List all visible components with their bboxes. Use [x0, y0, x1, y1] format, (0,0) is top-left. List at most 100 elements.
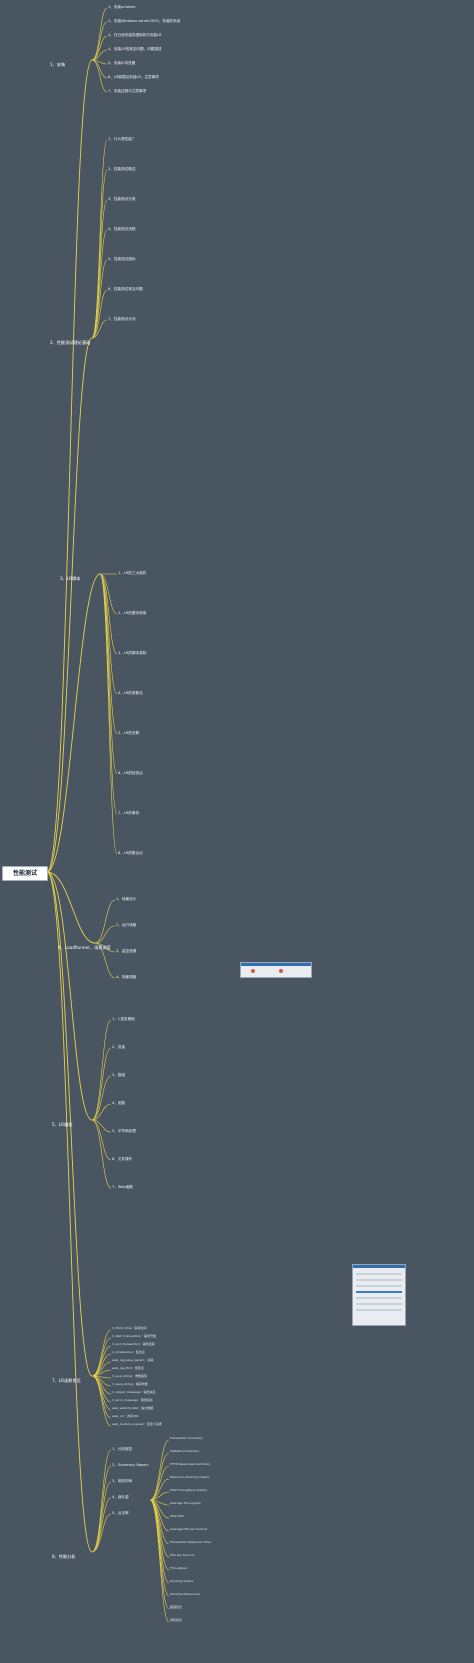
s4-item[interactable]: 2、运行场景: [116, 923, 137, 927]
s7-item[interactable]: 3、响应时间: [112, 1479, 133, 1483]
s8-connector: [149, 1439, 170, 1501]
s6-item[interactable]: web_url：访问URL: [112, 1414, 139, 1418]
s3-item[interactable]: 8、LR的集合点: [118, 851, 143, 855]
s2-connector: [91, 229, 108, 339]
s8-item[interactable]: Total Throughput (bytes): [170, 1488, 207, 1492]
s7-item[interactable]: 1、分析报告: [112, 1447, 133, 1451]
s6-item[interactable]: lr_end_transaction：事务结束: [112, 1342, 155, 1346]
s7-connector: [91, 1449, 112, 1553]
s8-item[interactable]: Statistics Summary: [170, 1449, 200, 1453]
s1-item[interactable]: 6、LR卸载后安装LR，注意事项: [108, 75, 159, 79]
s8-item[interactable]: Running Vusers: [170, 1579, 194, 1583]
s4-connector: [94, 942, 116, 953]
s5-connector: [91, 1075, 112, 1121]
wire-b5: [46, 871, 93, 1121]
s2-connector: [91, 319, 108, 339]
s8-item[interactable]: Average Hits per Second: [170, 1527, 208, 1531]
s2-connector: [91, 259, 108, 339]
s6-connector: [91, 1375, 112, 1427]
s8-item[interactable]: Total Hits: [170, 1514, 184, 1518]
s3-item[interactable]: 5、LR的关联: [118, 731, 140, 735]
s7-item[interactable]: 4、吞吐量: [112, 1495, 129, 1499]
s1-item[interactable]: 7、安装过程中注意事项: [108, 89, 147, 93]
s6-item[interactable]: lr_rendezvous：集合点: [112, 1350, 145, 1354]
s3-item[interactable]: 4、LR的参数化: [118, 691, 143, 695]
s8-item[interactable]: Hits per Second: [170, 1553, 194, 1557]
s6-item[interactable]: lr_output_message：输出消息: [112, 1390, 156, 1394]
s2-item[interactable]: 7、性能测试计划: [108, 317, 136, 321]
s1-item[interactable]: 5、安装IE浏览器: [108, 61, 136, 65]
s6-item[interactable]: lr_save_string：保存参数: [112, 1382, 148, 1386]
s3-item[interactable]: 6、LR的检查点: [118, 771, 143, 775]
s6-item[interactable]: web_reg_save_param：关联: [112, 1358, 154, 1362]
branch-lr-functions[interactable]: 7、LR函数常见: [52, 1378, 81, 1383]
s3-item[interactable]: 1、LR的三大组件: [118, 571, 147, 575]
s8-item[interactable]: Average Throughput: [170, 1501, 201, 1505]
s1-item[interactable]: 3、在已经安装的虚拟机中安装LR: [108, 33, 162, 37]
s5-item[interactable]: 3、数组: [112, 1073, 126, 1077]
s6-item[interactable]: web_reg_find：检查点: [112, 1366, 144, 1370]
s8-connector: [149, 1499, 170, 1623]
s7-connector: [91, 1465, 112, 1553]
s4-item[interactable]: 3、监控资源: [116, 949, 137, 953]
s5-item[interactable]: 6、文件操作: [112, 1157, 133, 1161]
branch-lr-programming[interactable]: 5、LR编程: [52, 1122, 73, 1127]
s1-connector: [91, 49, 108, 61]
s8-item[interactable]: Transaction Summary: [170, 1436, 203, 1440]
s5-item[interactable]: 5、字符串处理: [112, 1129, 136, 1133]
s3-item[interactable]: 7、LR的事务: [118, 811, 140, 815]
s6-connector: [91, 1353, 112, 1377]
s6-connector: [91, 1345, 112, 1377]
s7-connector: [91, 1497, 112, 1553]
s8-item[interactable]: 瓶颈定位: [170, 1605, 183, 1609]
s5-connector: [91, 1119, 112, 1189]
s8-item[interactable]: Maximum Running Vusers: [170, 1475, 209, 1479]
s8-item[interactable]: 调优建议: [170, 1618, 183, 1622]
s6-item[interactable]: lr_eval_string：参数取值: [112, 1374, 147, 1378]
s4-connector: [94, 925, 116, 944]
s3-item[interactable]: 2、LR的基本使用: [118, 611, 147, 615]
s4-item[interactable]: 1、场景设计: [116, 897, 137, 901]
s1-item[interactable]: 4、安装LR的常见问题，问题描述: [108, 47, 162, 51]
s8-item[interactable]: Throughput: [170, 1566, 188, 1570]
s2-item[interactable]: 3、性能测试分类: [108, 197, 136, 201]
branch-analysis[interactable]: 8、性能分析: [52, 1554, 76, 1559]
s4-connector: [94, 899, 116, 944]
s8-item[interactable]: Transaction Response Time: [170, 1540, 211, 1544]
s6-item[interactable]: lr_start_transaction：事务开始: [112, 1334, 157, 1338]
s8-connector: [149, 1452, 170, 1501]
s5-item[interactable]: 1、C语言基础: [112, 1017, 135, 1021]
branch-install[interactable]: 1、安装: [50, 62, 66, 67]
s7-item[interactable]: 2、Summary Report: [112, 1463, 149, 1467]
s2-connector: [91, 199, 108, 339]
s8-item[interactable]: HTTP Responses Summary: [170, 1462, 211, 1466]
s6-item[interactable]: lr_think_time：思考时间: [112, 1326, 147, 1330]
s5-item[interactable]: 4、函数: [112, 1101, 126, 1105]
s6-item[interactable]: web_custom_request：自定义请求: [112, 1422, 162, 1426]
s2-item[interactable]: 2、性能测试概念: [108, 167, 136, 171]
s5-item[interactable]: 7、Web函数: [112, 1185, 133, 1189]
s8-item[interactable]: Windows Resources: [170, 1592, 200, 1596]
s4-item[interactable]: 4、场景调度: [116, 975, 137, 979]
s2-item[interactable]: 5、性能测试指标: [108, 257, 136, 261]
s2-item[interactable]: 6、性能测试常见问题: [108, 287, 143, 291]
branch-lr-script[interactable]: 3、LR脚本: [60, 576, 81, 581]
s6-item[interactable]: lr_error_message：错误消息: [112, 1398, 153, 1402]
root-node[interactable]: 性能测试: [2, 866, 48, 881]
s1-item[interactable]: 2、安装Windows server2003，安装的系统: [108, 19, 181, 23]
s6-item[interactable]: web_submit_data：提交数据: [112, 1406, 154, 1410]
s1-connector: [91, 7, 108, 61]
s2-connector: [91, 139, 108, 339]
branch-scenario[interactable]: 4、LoadRunner，场景调度: [58, 945, 111, 950]
s5-item[interactable]: 2、变量: [112, 1045, 126, 1049]
s2-item[interactable]: 4、性能测试流程: [108, 227, 136, 231]
branch-theory[interactable]: 2、性能测试理论基础: [50, 340, 91, 345]
s7-item[interactable]: 5、点击率: [112, 1511, 129, 1515]
s2-item[interactable]: 1、什么是性能？: [108, 137, 136, 141]
s1-item[interactable]: 1、安装vmware: [108, 5, 136, 9]
wire-b6: [46, 871, 93, 1377]
s3-item[interactable]: 3、LR的脚本录制: [118, 651, 147, 655]
s1-connector: [91, 35, 108, 61]
dialog-screenshot: [352, 1264, 406, 1326]
